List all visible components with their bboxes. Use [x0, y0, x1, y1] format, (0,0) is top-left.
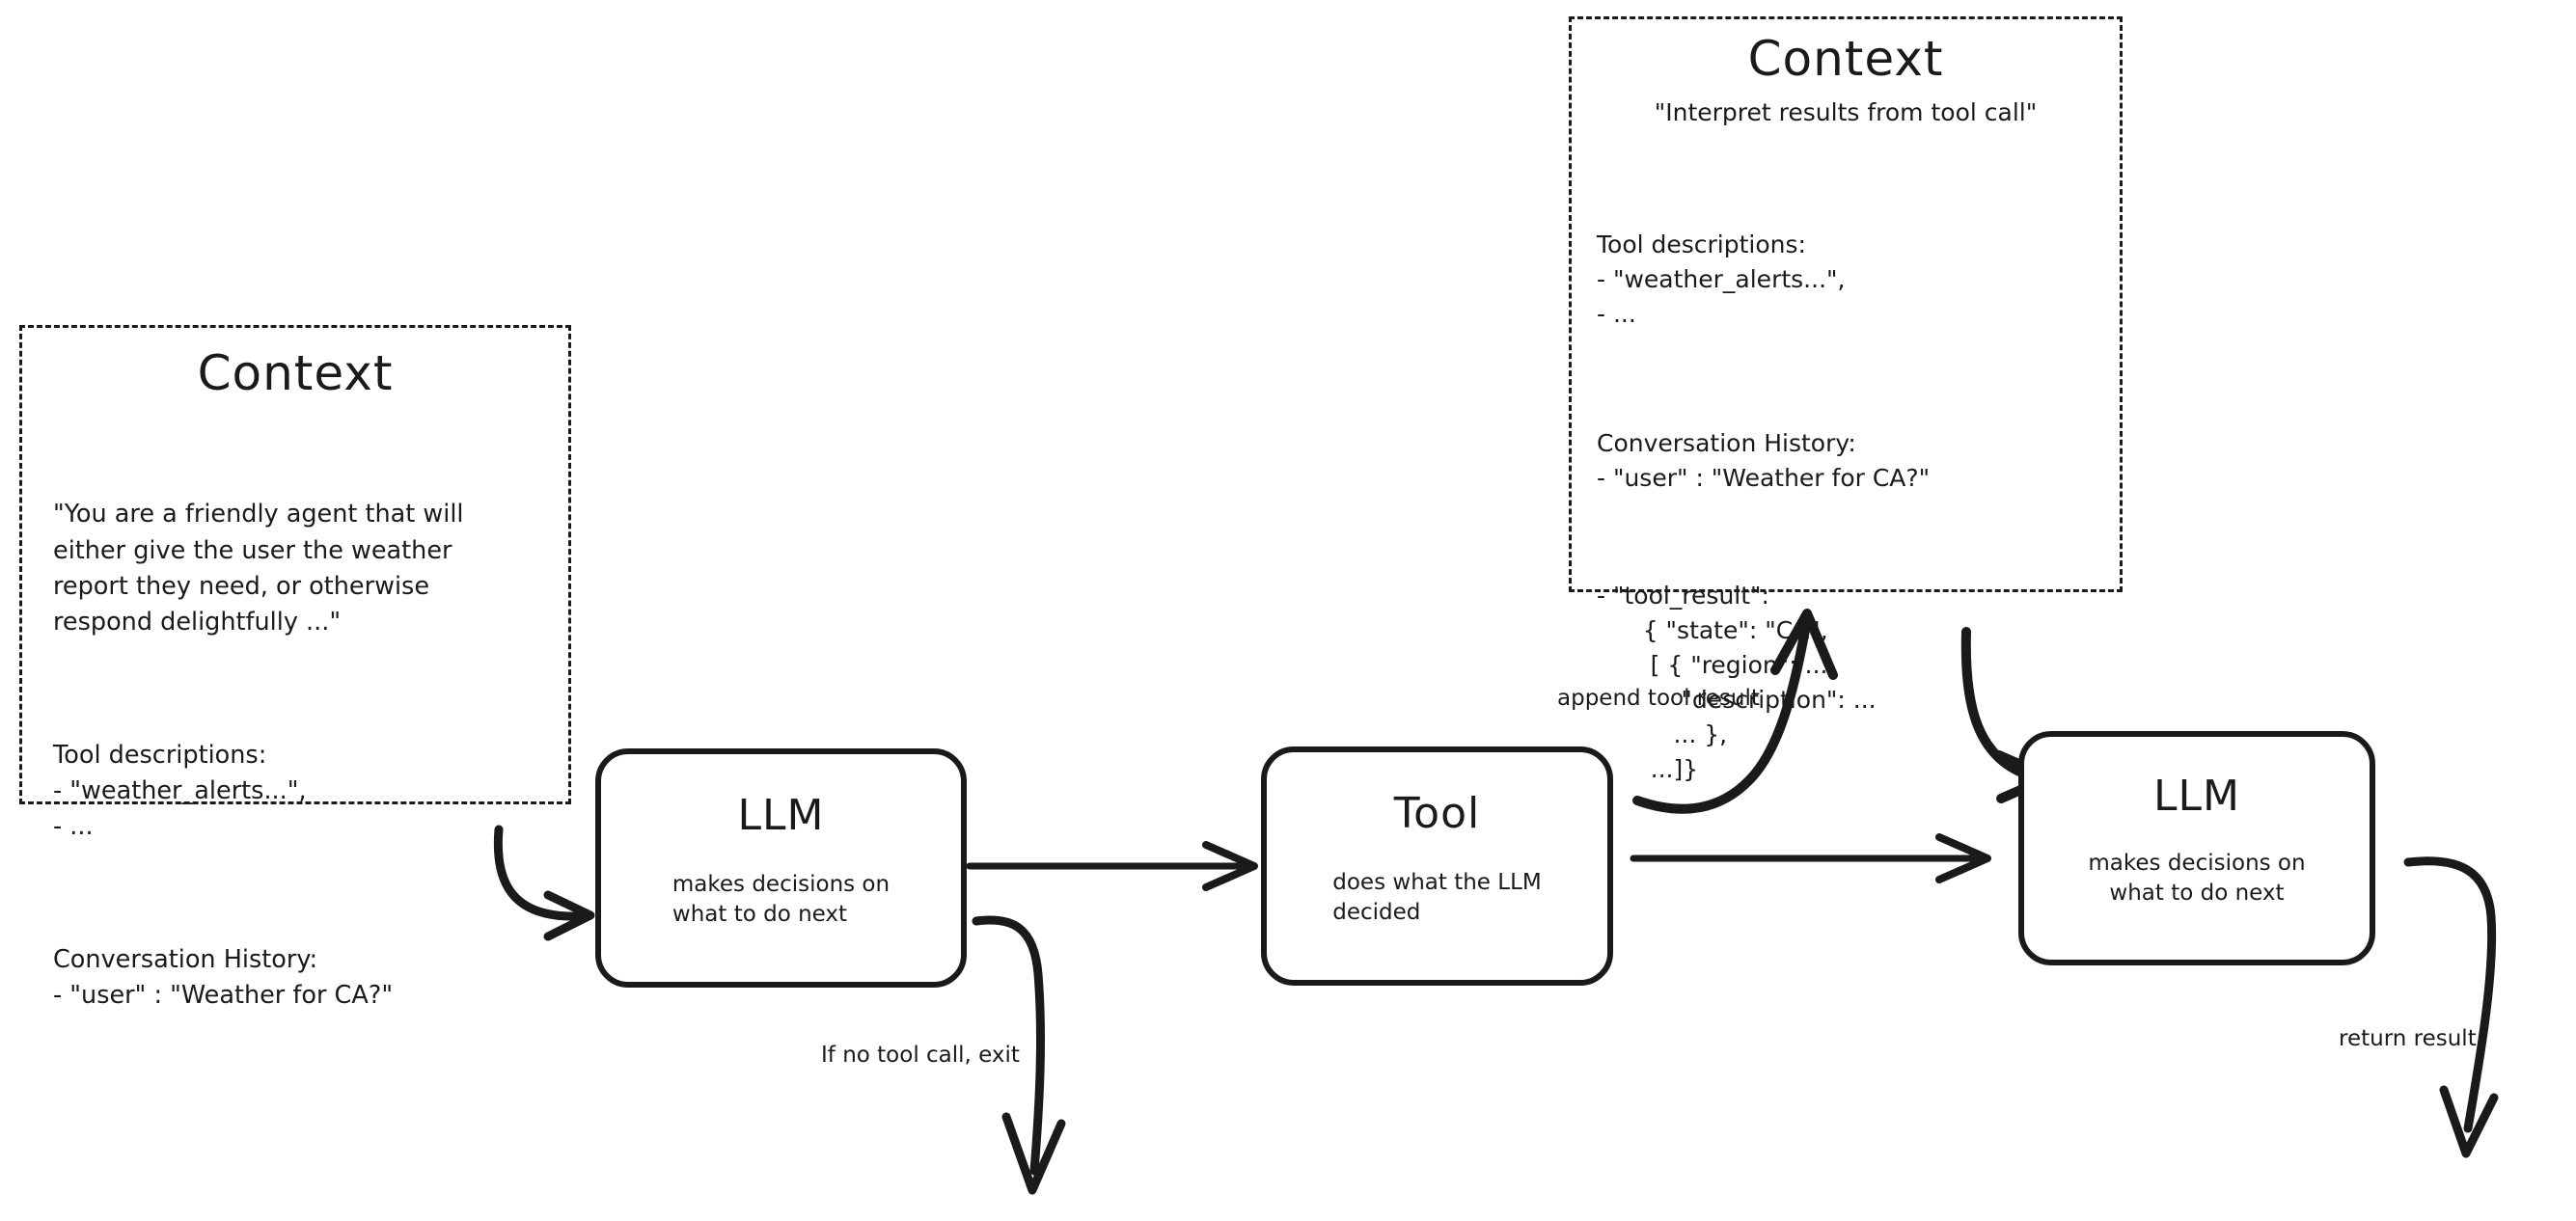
context-right-body: Tool descriptions: - "weather_alerts..."… [1597, 158, 2095, 856]
context-right-title: Context [1747, 31, 1944, 87]
arrow-return-result [2403, 856, 2499, 1158]
context-left-tool-descriptions: Tool descriptions: - "weather_alerts..."… [53, 740, 307, 842]
context-left-conversation-history: Conversation History: - "user" : "Weathe… [53, 944, 394, 1011]
edge-label-if-no-tool-call-exit: If no tool call, exit [821, 1043, 1020, 1068]
node-tool[interactable]: Tool does what the LLM decided [1261, 746, 1613, 986]
arrow-llm1-to-tool [966, 841, 1258, 891]
node-llm-1[interactable]: LLM makes decisions on what to do next [595, 748, 967, 988]
node-tool-title: Tool [1393, 789, 1481, 838]
node-tool-subtitle: does what the LLM decided [1332, 870, 1542, 926]
context-right-tool-result: - "tool_result": { "state": "CA", [ { "r… [1597, 581, 1877, 783]
edge-label-return-result: return result [2339, 1026, 2477, 1051]
node-llm-2-subtitle: makes decisions on what to do next [2088, 851, 2306, 907]
edge-label-append-tool-result: append tool result [1557, 686, 1760, 711]
context-right-tool-descriptions: Tool descriptions: - "weather_alerts..."… [1597, 230, 1846, 328]
context-right-system-prompt: "Interpret results from tool call" [1654, 98, 2038, 126]
node-llm-1-title: LLM [737, 791, 825, 840]
context-left-title: Context [197, 345, 394, 401]
context-left-system-prompt: "You are a friendly agent that will eith… [53, 500, 464, 638]
context-left-body: "You are a friendly agent that will eith… [53, 425, 537, 1086]
context-box-right: Context "Interpret results from tool cal… [1569, 16, 2123, 783]
context-right-conversation-history: Conversation History: - "user" : "Weathe… [1597, 428, 1931, 492]
node-llm-1-subtitle: makes decisions on what to do next [671, 872, 891, 928]
node-llm-2-title: LLM [2153, 772, 2240, 821]
node-llm-2[interactable]: LLM makes decisions on what to do next [2018, 731, 2375, 965]
context-box-left: Context "You are a friendly agent that w… [19, 325, 571, 1010]
